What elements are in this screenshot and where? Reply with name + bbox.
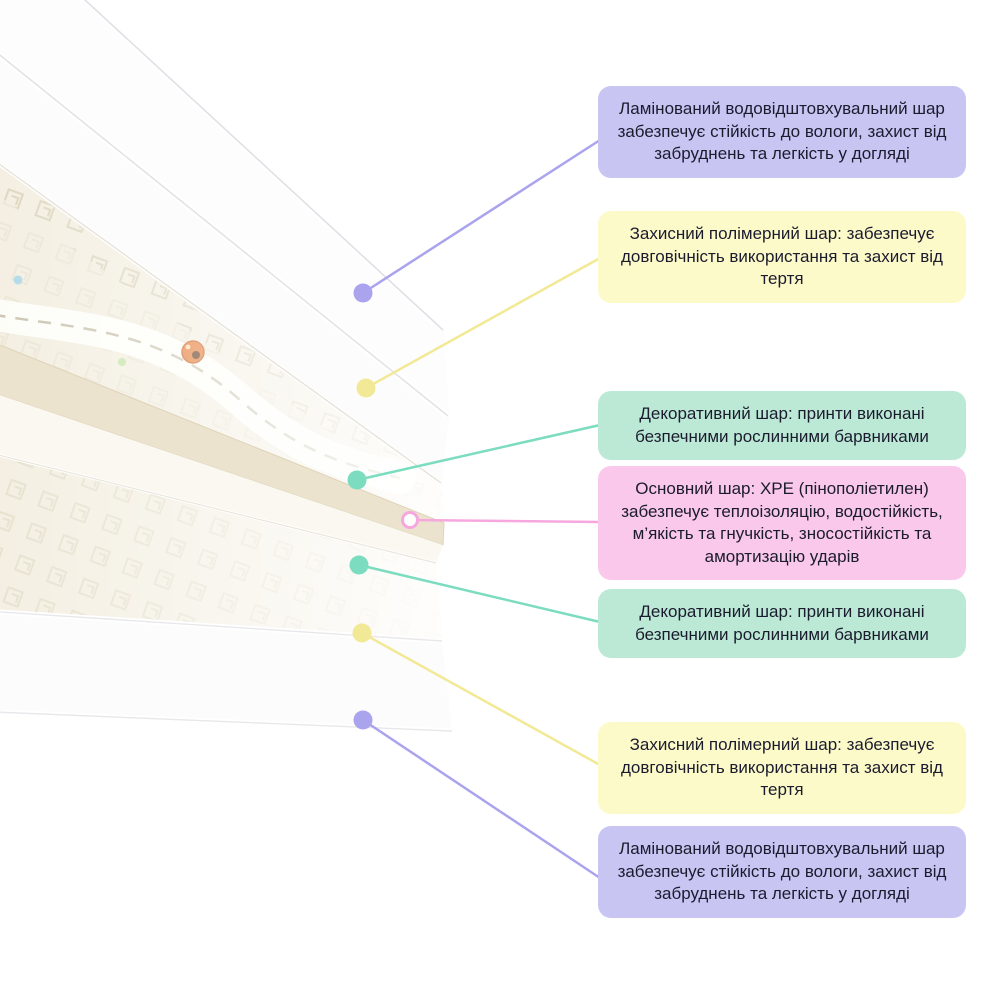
mat-layer-stack [0,0,453,734]
callout-text: Ламінований водовідштовхувальний шар заб… [617,99,947,164]
mat-layer-decorative-bottom [0,455,442,641]
connector-laminated-bottom [362,718,601,880]
mat-layer-decorative-top [0,164,444,523]
layer-edge-lines [0,0,453,734]
callout-text: Захисний полімерний шар: забезпечує довг… [621,735,943,800]
callout-core-layer: Основний шар: XPE (пінополіетилен) забез… [598,466,966,581]
layer-marker-dots [347,283,419,730]
connector-decorative-top [356,423,601,482]
dot-core-ring-icon [401,511,419,529]
callout-laminated-layer-top: Ламінований водовідштовхувальний шар заб… [598,86,966,178]
mat-layer-core-underside [0,395,443,563]
callout-text: Ламінований водовідштовхувальний шар заб… [617,839,947,904]
dot-laminated-bottom-icon [353,710,373,730]
dot-decorative-top-icon [347,470,367,490]
callout-laminated-layer-bottom: Ламінований водовідштовхувальний шар заб… [598,826,966,918]
connector-decorative-bottom [358,563,601,624]
dot-laminated-top-icon [353,283,373,303]
callout-text: Основний шар: XPE (пінополіетилен) забез… [621,479,943,566]
dot-protective-bottom-icon [352,623,372,643]
connector-core [409,518,601,524]
callout-decorative-layer-top: Декоративний шар: принти виконані безпеч… [598,391,966,461]
dot-decorative-bottom-icon [349,555,369,575]
callout-decorative-layer-bottom: Декоративний шар: принти виконані безпеч… [598,589,966,659]
dot-protective-top-icon [356,378,376,398]
callout-text: Захисний полімерний шар: забезпечує довг… [621,224,943,289]
connector-protective-top [365,256,601,390]
connector-lines [356,138,601,880]
callout-text: Декоративний шар: принти виконані безпеч… [635,602,929,644]
mat-layer-protective-bottom [0,611,452,731]
callout-protective-layer-top: Захисний полімерний шар: забезпечує довг… [598,211,966,303]
connector-laminated-top [362,138,601,295]
callout-text: Декоративний шар: принти виконані безпеч… [635,404,929,446]
connector-protective-bottom [361,631,601,767]
callout-protective-layer-bottom: Захисний полімерний шар: забезпечує довг… [598,722,966,814]
